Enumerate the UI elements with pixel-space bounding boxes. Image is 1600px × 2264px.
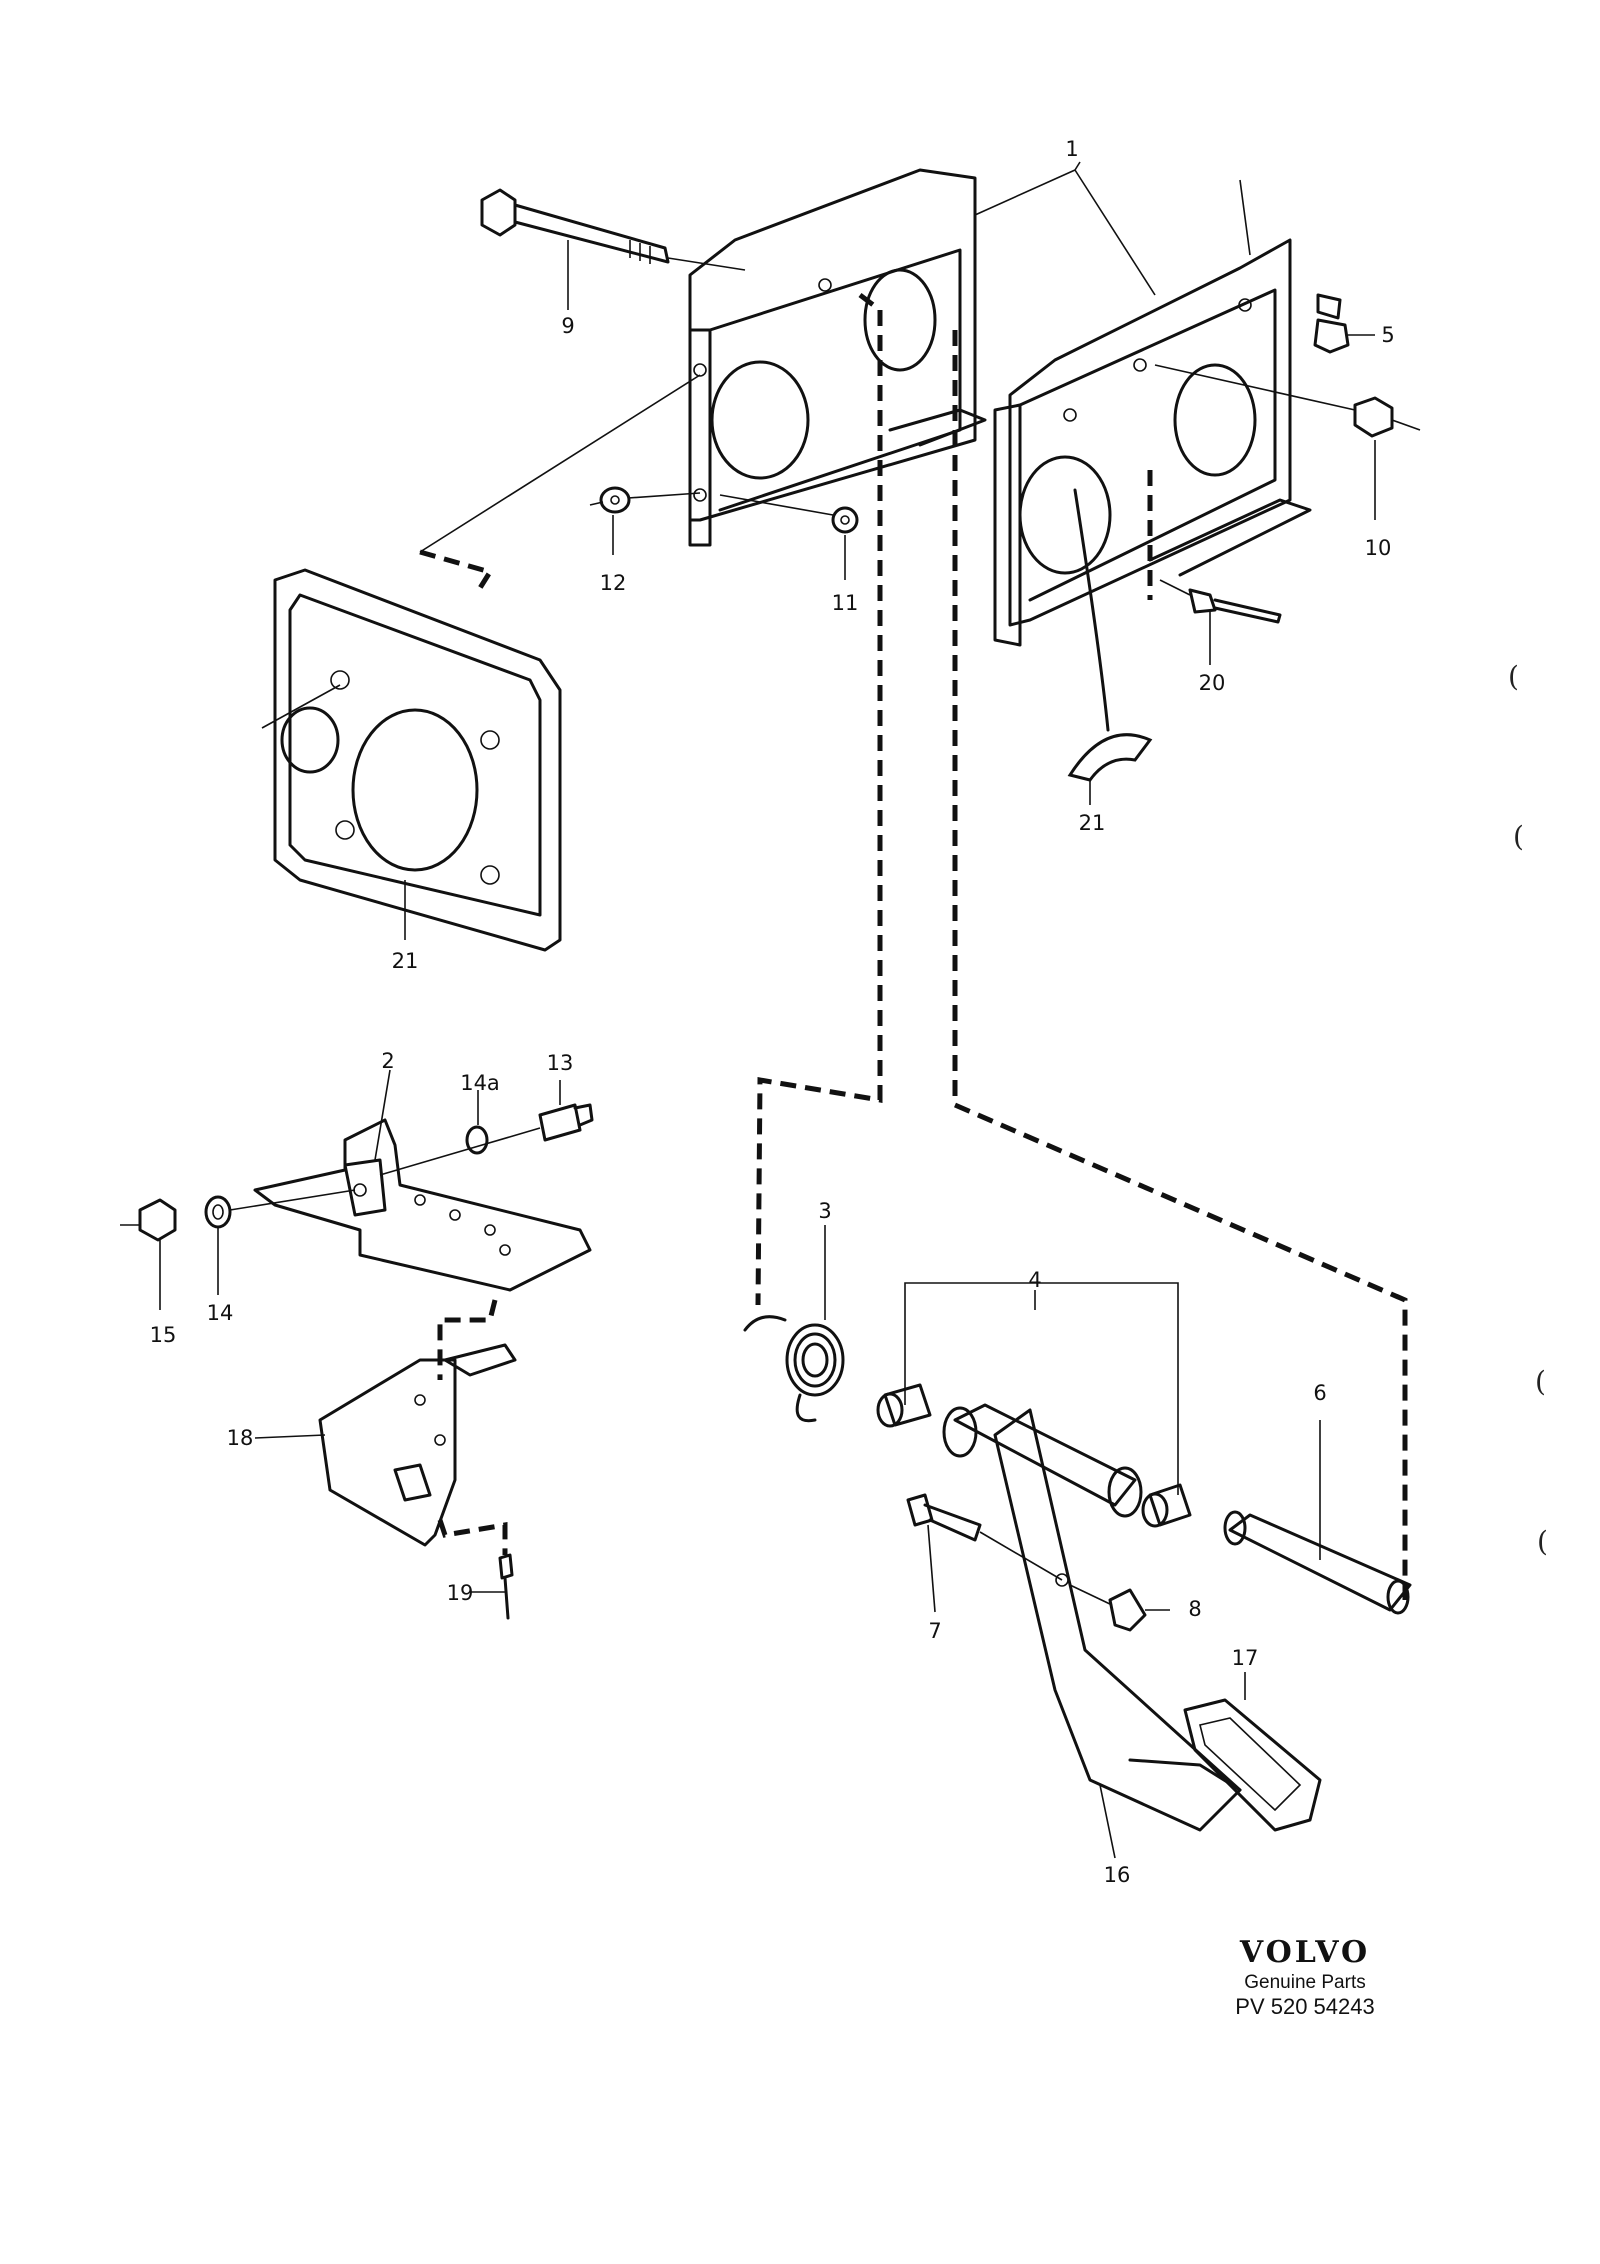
gasket-plate xyxy=(261,568,562,952)
washer-14 xyxy=(204,1195,232,1229)
pedal-pad-17 xyxy=(1183,1698,1322,1832)
pedal-bracket-right xyxy=(993,238,1312,647)
bolt-small xyxy=(1313,293,1375,354)
nut-10 xyxy=(1154,364,1421,438)
label-9: 9 xyxy=(561,314,574,338)
label-2: 2 xyxy=(381,1049,394,1073)
part-code: PV 520 54243 xyxy=(1235,1994,1375,2019)
spring-3 xyxy=(743,1315,845,1423)
label-20: 20 xyxy=(1199,671,1226,695)
label-17: 17 xyxy=(1232,1646,1259,1670)
bushing-4a xyxy=(876,1383,932,1428)
edge-mark: ( xyxy=(1537,1525,1548,1558)
label-10: 10 xyxy=(1365,536,1392,560)
brand-block: VOLVO Genuine Parts PV 520 54243 xyxy=(1185,1935,1425,2020)
brand-logo: VOLVO xyxy=(1239,1935,1371,1970)
label-7: 7 xyxy=(928,1619,941,1643)
label-5: 5 xyxy=(1381,323,1394,347)
label-4: 4 xyxy=(1028,1268,1041,1292)
clip-8 xyxy=(1069,1584,1170,1632)
edge-mark: ( xyxy=(1508,660,1519,693)
label-13: 13 xyxy=(547,1051,574,1075)
label-14: 14 xyxy=(207,1301,234,1325)
switch-bracket xyxy=(253,1118,592,1292)
bolt-7 xyxy=(906,1493,1063,1581)
label-6: 6 xyxy=(1313,1381,1326,1405)
plate-18 xyxy=(318,1343,517,1547)
label-14a: 14a xyxy=(460,1071,500,1095)
edge-mark: ( xyxy=(1513,820,1524,853)
label-8: 8 xyxy=(1188,1597,1201,1621)
label-1: 1 xyxy=(1065,137,1078,161)
washer-11 xyxy=(719,494,859,534)
label-3: 3 xyxy=(818,1199,831,1223)
pin-19 xyxy=(498,1553,514,1620)
label-12: 12 xyxy=(600,571,627,595)
label-16: 16 xyxy=(1104,1863,1131,1887)
sensor-20 xyxy=(1159,579,1282,624)
switch-13 xyxy=(379,1103,594,1176)
pedal-bracket-left xyxy=(688,168,987,547)
label-18: 18 xyxy=(227,1426,254,1450)
leader-lines xyxy=(159,161,1376,1859)
edge-mark: ( xyxy=(1535,1365,1546,1398)
washer-14a xyxy=(465,1125,489,1155)
seal-segment xyxy=(1067,488,1153,782)
washer-12 xyxy=(589,486,701,514)
label-21-gasket: 21 xyxy=(392,949,419,973)
shaft-6 xyxy=(1223,1510,1412,1615)
label-11: 11 xyxy=(832,591,859,615)
brand-subtitle: Genuine Parts xyxy=(1244,1972,1366,1993)
bolt-long xyxy=(480,188,746,271)
nut-15 xyxy=(120,1189,356,1242)
bushing-4b xyxy=(1141,1483,1192,1528)
label-15: 15 xyxy=(150,1323,177,1347)
label-21-seal: 21 xyxy=(1079,811,1106,835)
label-19: 19 xyxy=(447,1581,474,1605)
